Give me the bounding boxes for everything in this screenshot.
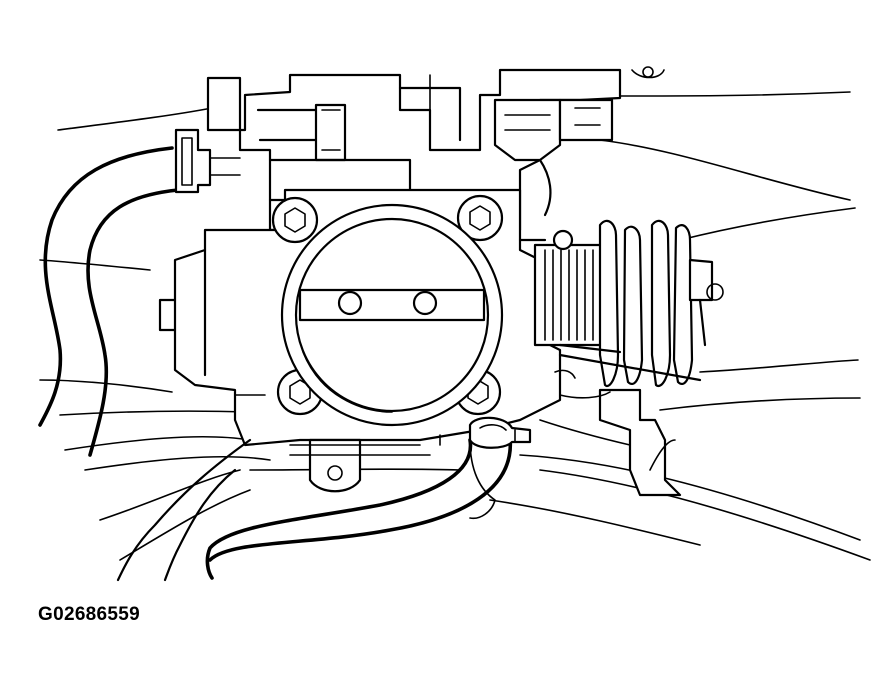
left-vacuum-hose xyxy=(38,128,241,457)
hose-clip-icon xyxy=(174,128,241,194)
hose-clamp-icon xyxy=(468,416,532,449)
bolt-top-left-icon xyxy=(271,196,319,244)
throttle-bore xyxy=(280,203,504,427)
bolt-top-right-icon xyxy=(456,194,504,242)
lower-bracket xyxy=(289,438,431,493)
sensor-connector xyxy=(493,98,614,217)
figure-id-label: G02686559 xyxy=(38,604,141,625)
lower-left-hose xyxy=(116,438,252,582)
coolant-hose xyxy=(205,416,532,580)
throttle-body-diagram xyxy=(38,66,871,582)
throttle-valve-plate xyxy=(298,288,486,322)
throttle-linkage xyxy=(518,219,724,497)
